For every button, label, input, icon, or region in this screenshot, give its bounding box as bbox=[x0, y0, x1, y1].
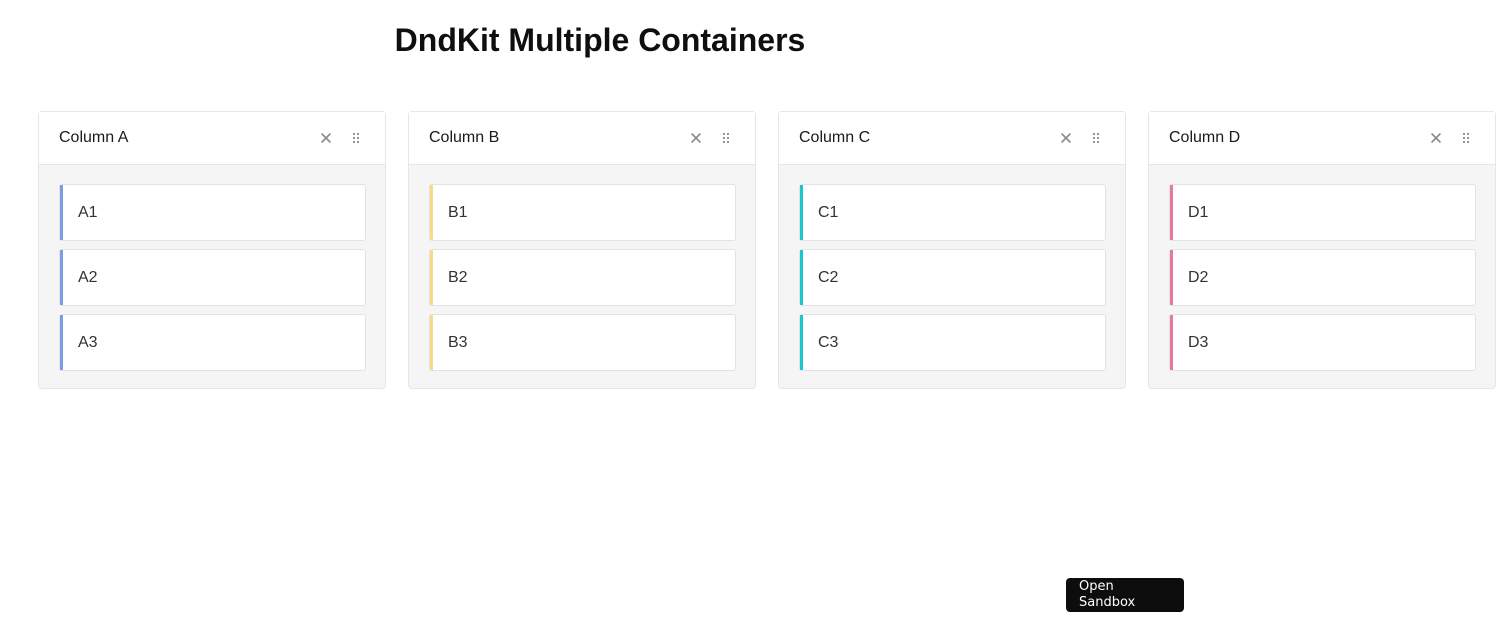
column-header[interactable]: Column A bbox=[39, 112, 385, 165]
close-icon[interactable] bbox=[681, 123, 711, 153]
item-label: A2 bbox=[78, 268, 98, 286]
item-label: A3 bbox=[78, 333, 98, 351]
list-item[interactable]: D3 bbox=[1169, 314, 1476, 371]
item-list: B1 B2 B3 bbox=[409, 165, 755, 371]
column-d: Column D D1 D2 D3 bbox=[1148, 111, 1496, 389]
drag-handle-icon[interactable] bbox=[341, 123, 371, 153]
column-c: Column C C1 C2 C3 bbox=[778, 111, 1126, 389]
column-title: Column C bbox=[799, 129, 871, 146]
item-label: C2 bbox=[818, 268, 839, 286]
board: Column A A1 A2 A3 Column B bbox=[38, 111, 1496, 411]
column-title: Column B bbox=[429, 129, 500, 146]
close-icon[interactable] bbox=[311, 123, 341, 153]
list-item[interactable]: A1 bbox=[59, 184, 366, 241]
item-label: D2 bbox=[1188, 268, 1209, 286]
open-sandbox-button[interactable]: Open Sandbox bbox=[1066, 578, 1184, 612]
item-list: C1 C2 C3 bbox=[779, 165, 1125, 371]
list-item[interactable]: B3 bbox=[429, 314, 736, 371]
list-item[interactable]: D1 bbox=[1169, 184, 1476, 241]
item-list: D1 D2 D3 bbox=[1149, 165, 1495, 371]
item-label: C1 bbox=[818, 203, 839, 221]
close-icon[interactable] bbox=[1421, 123, 1451, 153]
item-label: A1 bbox=[78, 203, 98, 221]
list-item[interactable]: C1 bbox=[799, 184, 1106, 241]
item-label: D1 bbox=[1188, 203, 1209, 221]
column-a: Column A A1 A2 A3 bbox=[38, 111, 386, 389]
drag-handle-icon[interactable] bbox=[1451, 123, 1481, 153]
list-item[interactable]: A3 bbox=[59, 314, 366, 371]
item-label: D3 bbox=[1188, 333, 1209, 351]
list-item[interactable]: A2 bbox=[59, 249, 366, 306]
column-title: Column D bbox=[1169, 129, 1241, 146]
item-label: B2 bbox=[448, 268, 468, 286]
list-item[interactable]: B1 bbox=[429, 184, 736, 241]
column-b: Column B B1 B2 B3 bbox=[408, 111, 756, 389]
drag-handle-icon[interactable] bbox=[711, 123, 741, 153]
item-label: C3 bbox=[818, 333, 839, 351]
close-icon[interactable] bbox=[1051, 123, 1081, 153]
drag-handle-icon[interactable] bbox=[1081, 123, 1111, 153]
page-title: DndKit Multiple Containers bbox=[394, 22, 806, 58]
item-label: B1 bbox=[448, 203, 468, 221]
list-item[interactable]: C3 bbox=[799, 314, 1106, 371]
column-header[interactable]: Column B bbox=[409, 112, 755, 165]
item-label: B3 bbox=[448, 333, 468, 351]
list-item[interactable]: B2 bbox=[429, 249, 736, 306]
column-header[interactable]: Column C bbox=[779, 112, 1125, 165]
list-item[interactable]: D2 bbox=[1169, 249, 1476, 306]
column-title: Column A bbox=[59, 129, 129, 146]
column-header[interactable]: Column D bbox=[1149, 112, 1495, 165]
item-list: A1 A2 A3 bbox=[39, 165, 385, 371]
page: DndKit Multiple Containers Column A A1 A… bbox=[38, 22, 1496, 612]
list-item[interactable]: C2 bbox=[799, 249, 1106, 306]
